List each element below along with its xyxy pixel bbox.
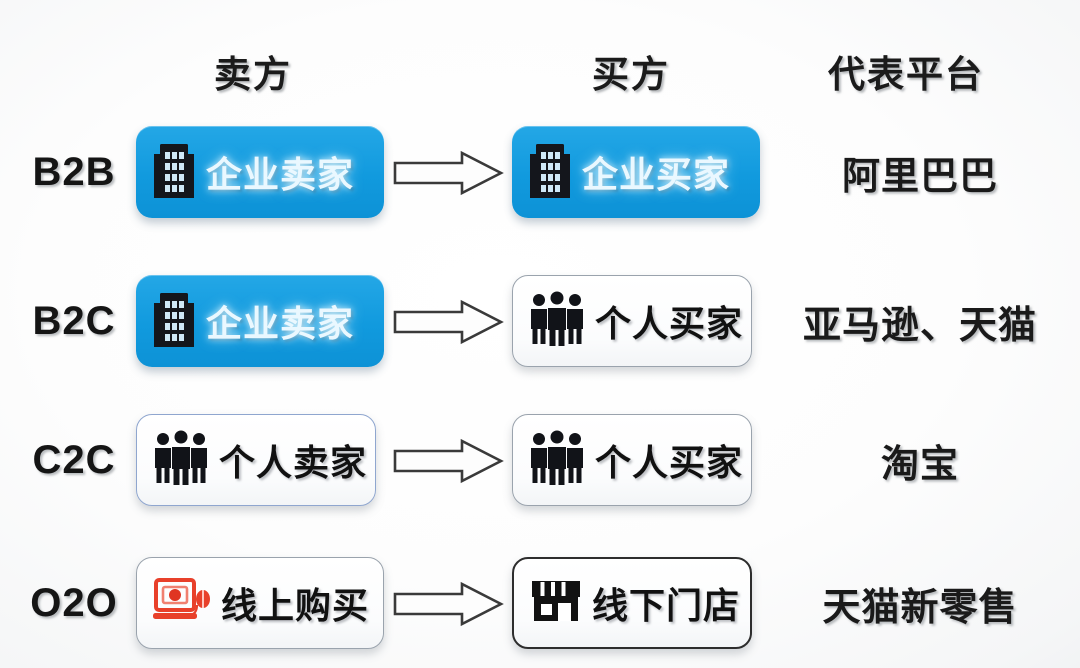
buyer-box-label: 个人买家 [595, 303, 744, 344]
seller-box-enterprise[interactable]: 企业卖家 [136, 275, 384, 367]
diagram-row: B2B [0, 112, 1080, 232]
right-arrow-icon [392, 438, 504, 484]
people-group-icon [529, 290, 585, 353]
seller-box-label: 企业卖家 [206, 303, 355, 344]
seller-box-online-purchase[interactable]: 线上购买 [136, 557, 384, 649]
right-arrow-icon [392, 581, 504, 627]
row-label-c2c: C2C [32, 437, 116, 482]
platform-label-b2b: 阿里巴巴 [841, 155, 998, 198]
laptop-mouse-icon [153, 575, 211, 632]
buyer-box-enterprise[interactable]: 企业买家 [512, 126, 760, 218]
diagram-row: B2C [0, 261, 1080, 381]
buyer-box-offline-store[interactable]: 线下门店 [512, 557, 752, 649]
storefront-icon [530, 577, 582, 630]
row-label-b2b: B2B [32, 149, 116, 194]
seller-box-individual[interactable]: 个人卖家 [136, 414, 376, 506]
platform-label-b2c: 亚马逊、天猫 [802, 304, 1037, 347]
seller-box-label: 企业卖家 [206, 154, 355, 195]
seller-box-label: 个人卖家 [219, 442, 368, 483]
row-label-b2c: B2C [32, 298, 116, 343]
office-building-icon [152, 140, 196, 205]
people-group-icon [529, 429, 585, 492]
people-group-icon [153, 429, 209, 492]
row-label-o2o: O2O [30, 580, 118, 625]
diagram-row: O2O 线上购买 [0, 543, 1080, 663]
seller-box-label: 线上购买 [221, 585, 370, 626]
office-building-icon [152, 289, 196, 354]
right-arrow-icon [392, 299, 504, 345]
seller-box-enterprise[interactable]: 企业卖家 [136, 126, 384, 218]
buyer-box-label: 企业买家 [582, 154, 731, 195]
right-arrow-icon [392, 150, 504, 196]
column-header-buyer: 买方 [592, 54, 670, 95]
buyer-box-label: 个人买家 [595, 442, 744, 483]
platform-label-o2o: 天猫新零售 [822, 586, 1018, 629]
office-building-icon [528, 140, 572, 205]
buyer-box-individual[interactable]: 个人买家 [512, 275, 752, 367]
buyer-box-label: 线下门店 [592, 585, 741, 626]
buyer-box-individual[interactable]: 个人买家 [512, 414, 752, 506]
platform-label-c2c: 淘宝 [880, 443, 959, 486]
diagram-row: C2C [0, 400, 1080, 520]
column-header-platform: 代表平台 [828, 54, 984, 95]
column-header-seller: 卖方 [214, 54, 292, 95]
